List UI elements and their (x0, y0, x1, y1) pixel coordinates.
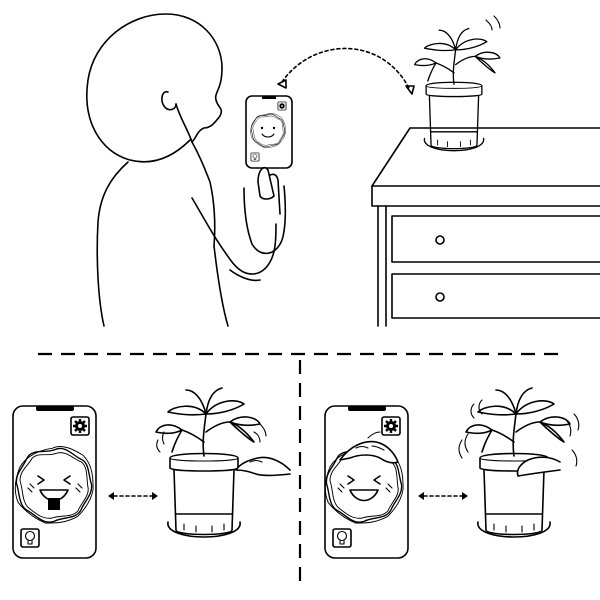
person-hair (86, 13, 223, 163)
phone-top (245, 95, 293, 169)
phone-bottom-left (12, 405, 97, 559)
top-scene (86, 13, 600, 327)
person-ear (161, 90, 177, 111)
hand-bottom-left (235, 456, 291, 477)
phone-bottom-right (324, 405, 409, 559)
person-arm (191, 197, 277, 275)
scene-touch-plant (12, 387, 291, 559)
connection-arrow-top (281, 47, 411, 91)
person-body (96, 161, 129, 327)
hand-bottom-right (339, 440, 399, 464)
scene-touch-screen (324, 387, 580, 559)
person-face (191, 67, 223, 143)
dresser (371, 127, 600, 327)
plant-pot-top (413, 27, 501, 152)
